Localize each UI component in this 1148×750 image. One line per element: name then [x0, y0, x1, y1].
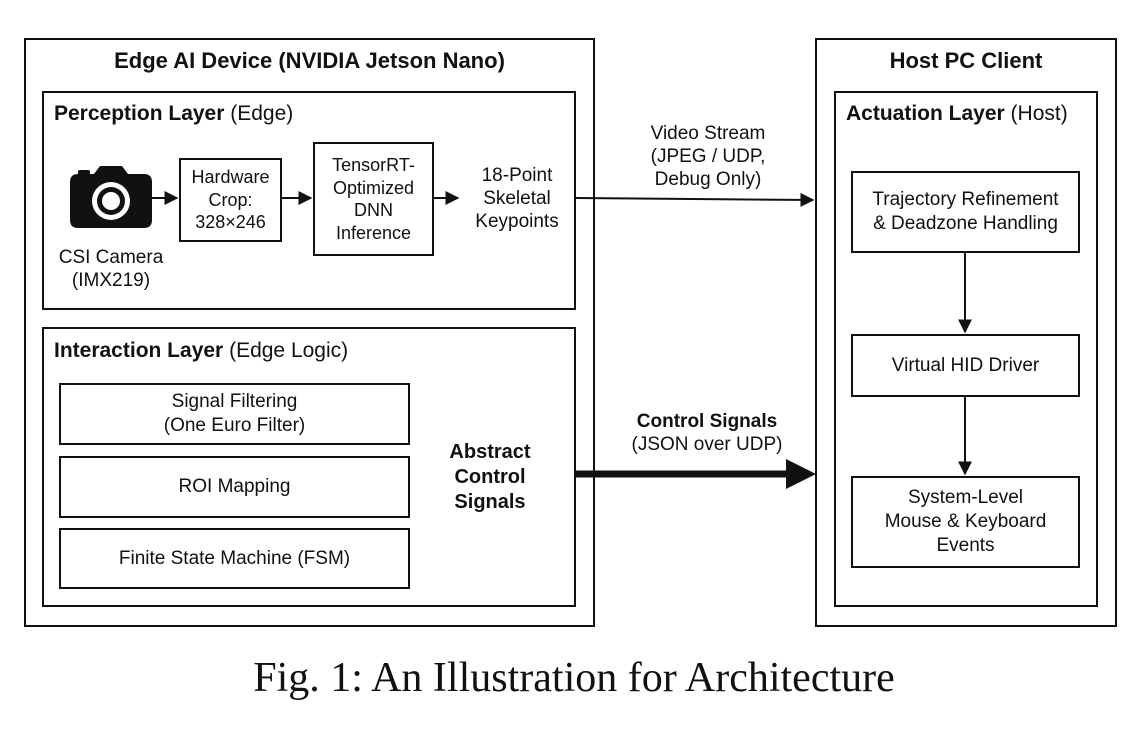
camera-label-line1: CSI Camera [58, 247, 164, 268]
roi-mapping-box: ROI Mapping [59, 456, 410, 518]
actuation-layer-title: Actuation Layer (Host) [846, 102, 1068, 126]
interaction-layer-title-bold: Interaction Layer [54, 339, 224, 362]
keypoints-line1: 18-Point [481, 165, 553, 186]
keypoints-line2: Skeletal [483, 188, 551, 210]
control-signals-sub: (JSON over UDP) [631, 434, 783, 456]
events-line2: Mouse & Keyboard [884, 511, 1047, 533]
fsm-box: Finite State Machine (FSM) [59, 528, 410, 589]
actuation-layer-title-bold: Actuation Layer [846, 102, 1005, 125]
control-signals-label: Control Signals (JSON over UDP) [598, 410, 816, 456]
dnn-line3: DNN [353, 200, 393, 220]
video-stream-label: Video Stream (JPEG / UDP, Debug Only) [612, 122, 804, 192]
abstract-control-signals-label: Abstract Control Signals [425, 440, 555, 515]
hardware-crop-line3: 328×246 [195, 212, 266, 233]
control-signals-title: Control Signals [636, 411, 778, 432]
hardware-crop-box: Hardware Crop: 328×246 [179, 158, 282, 242]
signal-filtering-box: Signal Filtering (One Euro Filter) [59, 383, 410, 445]
camera-label-line2: (IMX219) [71, 270, 151, 292]
virtual-hid-driver-label: Virtual HID Driver [891, 354, 1040, 376]
abstract-line3: Signals [454, 491, 526, 513]
trajectory-line1: Trajectory Refinement [872, 189, 1059, 211]
perception-layer-title-bold: Perception Layer [54, 102, 225, 125]
system-events-box: System-Level Mouse & Keyboard Events [851, 476, 1080, 568]
figure-caption: Fig. 1: An Illustration for Architecture [253, 655, 895, 701]
keypoints-line3: Keypoints [475, 211, 559, 233]
hardware-crop-line2: Crop: [208, 189, 253, 210]
arrow-video-stream [575, 192, 815, 207]
interaction-layer-title-rest: (Edge Logic) [229, 339, 349, 362]
edge-device-title: Edge AI Device (NVIDIA Jetson Nano) [114, 48, 505, 73]
events-line1: System-Level [907, 487, 1024, 509]
camera-label: CSI Camera (IMX219) [44, 246, 178, 292]
trajectory-refinement-box: Trajectory Refinement & Deadzone Handlin… [851, 171, 1080, 253]
trajectory-line2: & Deadzone Handling [873, 213, 1058, 234]
dnn-line1: TensorRT- [332, 155, 415, 175]
fsm-label: Finite State Machine (FSM) [118, 547, 351, 569]
interaction-layer-title: Interaction Layer (Edge Logic) [54, 339, 348, 363]
dnn-line4: Inference [335, 222, 412, 243]
perception-layer-title: Perception Layer (Edge) [54, 102, 293, 126]
abstract-line2: Control [454, 466, 526, 488]
abstract-line1: Abstract [449, 441, 531, 463]
signal-filtering-line2: (One Euro Filter) [163, 415, 306, 436]
camera-icon [70, 166, 152, 228]
signal-filtering-line1: Signal Filtering [171, 391, 298, 413]
dnn-inference-box: TensorRT- Optimized DNN Inference [313, 142, 434, 256]
virtual-hid-driver-box: Virtual HID Driver [851, 334, 1080, 397]
video-stream-line3: Debug Only) [654, 169, 762, 191]
host-title: Host PC Client [889, 48, 1043, 73]
hardware-crop-line1: Hardware [191, 167, 270, 188]
perception-layer-title-rest: (Edge) [230, 102, 294, 125]
dnn-line2: Optimized [332, 177, 414, 198]
actuation-layer-title-rest: (Host) [1010, 102, 1068, 125]
arrow-control-signals-head [786, 459, 816, 489]
roi-mapping-label: ROI Mapping [178, 476, 291, 498]
video-stream-line2: (JPEG / UDP, [650, 146, 766, 168]
video-stream-line1: Video Stream [650, 123, 766, 144]
keypoints-label: 18-Point Skeletal Keypoints [458, 164, 576, 234]
events-line3: Events [936, 534, 995, 556]
